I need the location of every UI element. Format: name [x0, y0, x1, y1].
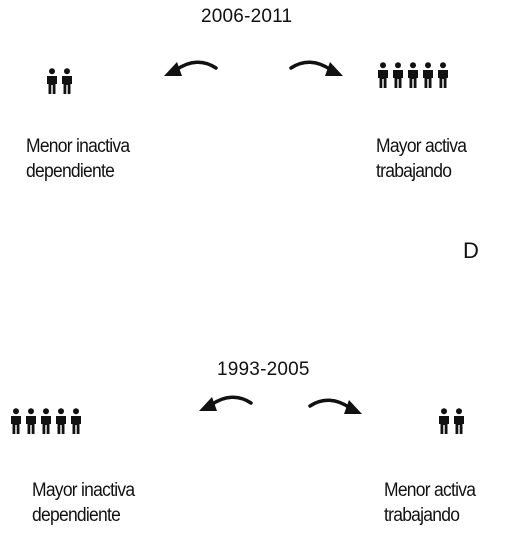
curved-arrow-left-icon — [199, 395, 253, 411]
person-icon — [47, 68, 57, 94]
person-icon — [11, 408, 21, 434]
period-label-top: 2006-2011 — [201, 6, 293, 27]
truncated-text: D — [463, 238, 479, 263]
person-icon — [56, 408, 66, 434]
caption-top-right: Mayor activa trabajando — [376, 134, 467, 184]
caption-top-left: Menor inactiva dependiente — [26, 134, 130, 184]
period-label-bottom: 1993-2005 — [217, 359, 310, 380]
person-icon — [454, 408, 464, 434]
person-icon — [62, 68, 72, 94]
people-group-bottom-left — [10, 408, 82, 434]
caption-top-right-line1: Mayor activa — [376, 136, 467, 157]
person-icon — [439, 408, 449, 434]
people-group-top-right — [377, 62, 449, 88]
curved-arrow-left-icon — [164, 60, 218, 76]
caption-bottom-left: Mayor inactiva dependiente — [32, 478, 135, 528]
person-icon — [71, 408, 81, 434]
caption-top-left-line2: dependiente — [26, 161, 115, 182]
person-icon — [423, 62, 433, 88]
person-icon — [393, 62, 403, 88]
person-icon — [41, 408, 51, 434]
people-group-bottom-right — [438, 408, 465, 434]
caption-bottom-right: Menor activa trabajando — [384, 478, 476, 528]
curved-arrow-right-icon — [308, 398, 362, 414]
caption-bottom-left-line2: dependiente — [32, 505, 121, 526]
caption-bottom-left-line1: Mayor inactiva — [32, 480, 135, 501]
people-group-top-left — [46, 68, 73, 94]
caption-top-left-line1: Menor inactiva — [26, 136, 130, 157]
person-icon — [438, 62, 448, 88]
person-icon — [26, 408, 36, 434]
person-icon — [408, 62, 418, 88]
caption-top-right-line2: trabajando — [376, 161, 452, 182]
caption-bottom-right-line1: Menor activa — [384, 480, 476, 501]
caption-bottom-right-line2: trabajando — [384, 505, 460, 526]
person-icon — [378, 62, 388, 88]
curved-arrow-right-icon — [289, 60, 343, 76]
